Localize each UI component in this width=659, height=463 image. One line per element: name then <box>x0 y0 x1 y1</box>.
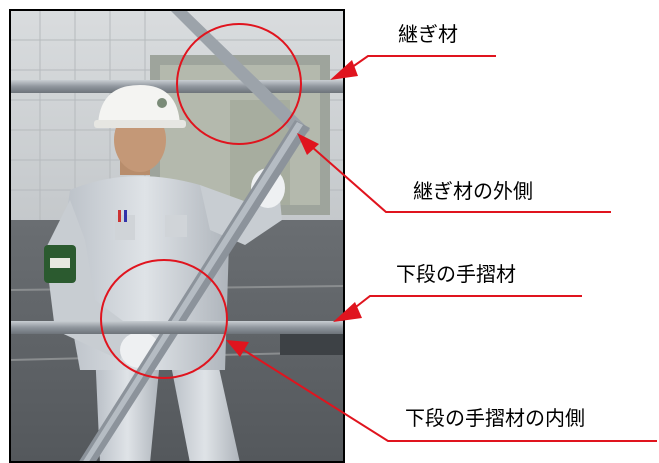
lower-rail-inner-leader-line <box>241 348 657 442</box>
label-joint: 継ぎ材 <box>398 22 458 46</box>
lower-rail-leader-line <box>351 295 582 311</box>
label-lower-rail: 下段の手摺材 <box>396 262 516 286</box>
joint-highlight-circle <box>176 23 302 145</box>
label-lower-rail-inner: 下段の手摺材の内側 <box>405 406 585 430</box>
joint-leader-line <box>347 55 496 71</box>
lower-rail-inner-arrowhead <box>226 340 249 357</box>
lower-rail-arrowhead <box>333 302 362 322</box>
joint-outer-leader-line <box>311 146 611 213</box>
lower-rail-highlight-circle <box>100 259 228 379</box>
joint-arrowhead <box>330 60 358 80</box>
label-joint-outer: 継ぎ材の外側 <box>413 179 533 203</box>
joint-outer-arrowhead <box>297 133 319 155</box>
